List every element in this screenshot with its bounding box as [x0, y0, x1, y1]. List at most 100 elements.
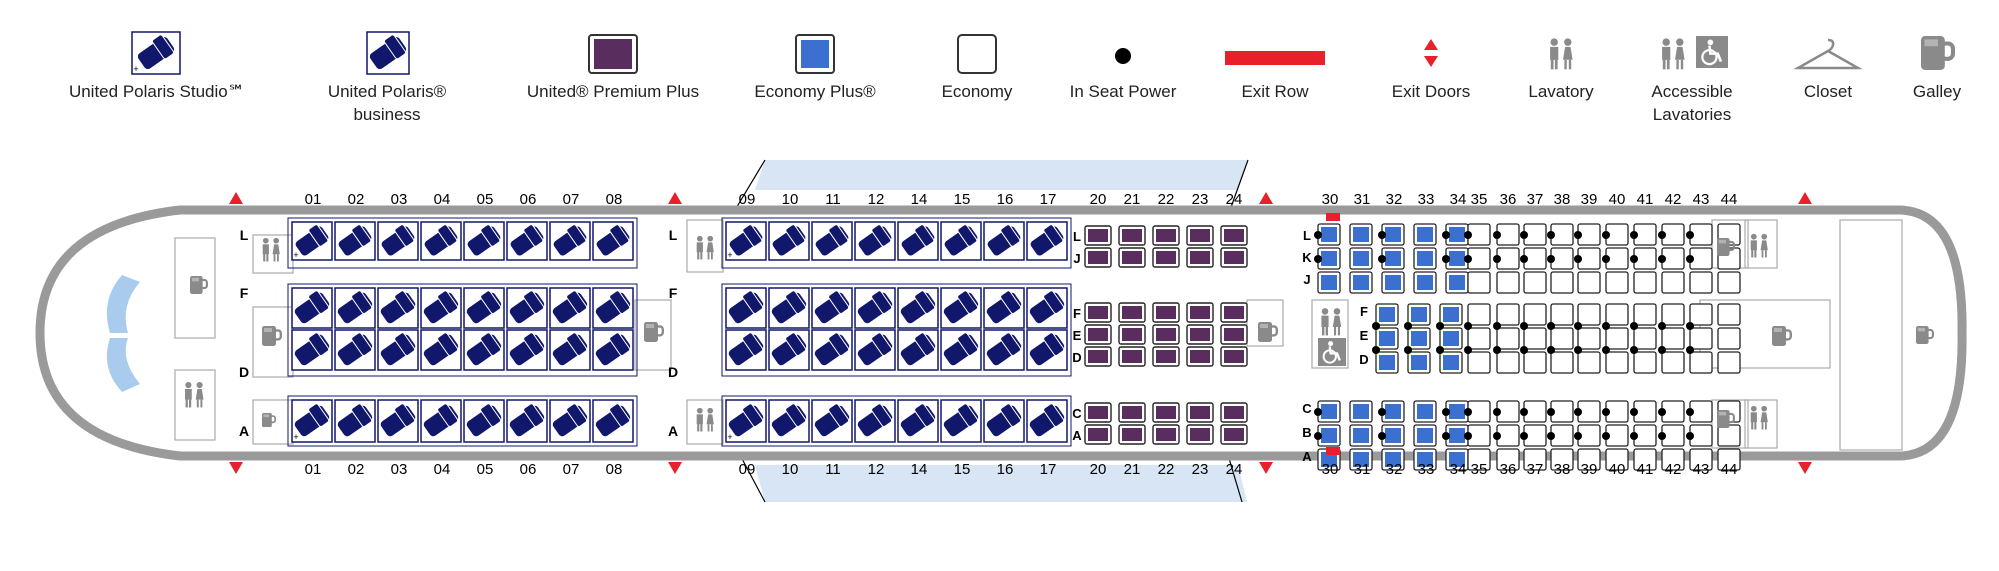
- power-dot: [1436, 322, 1444, 330]
- polaris-seat-back: [742, 224, 763, 247]
- legend-label: Accessible Lavatories: [1651, 82, 1733, 124]
- power-dot: [1442, 255, 1450, 263]
- galley-cup-icon: [262, 413, 272, 427]
- seat-letter: E: [1073, 328, 1082, 343]
- galley-cup-icon: [1772, 326, 1786, 346]
- legend-label: Economy: [941, 82, 1013, 101]
- polaris-seat-back: [742, 332, 764, 356]
- economy-seat: [1689, 303, 1713, 326]
- power-dot: [1658, 408, 1666, 416]
- power-dot: [1630, 322, 1638, 330]
- polaris-block-outline: [721, 395, 1072, 447]
- power-dot: [1547, 255, 1555, 263]
- power-dot: [1574, 322, 1582, 330]
- seat-letter: L: [1303, 228, 1311, 243]
- row-number: 01: [305, 461, 322, 478]
- polaris-seat-back: [914, 290, 936, 314]
- seat-letter: A: [1302, 449, 1312, 464]
- legend-label: Closet: [1803, 82, 1853, 101]
- seat-letter: D: [239, 364, 249, 380]
- row-labels: 0101020203030404050506060707080809091010…: [239, 191, 1737, 478]
- cabin-partition: [1839, 219, 1903, 451]
- legend-label: Economy Plus®: [754, 82, 876, 101]
- power-dot: [1574, 346, 1582, 354]
- row-number: 10: [782, 461, 799, 478]
- lower-wing: [755, 465, 1247, 502]
- economy-seat: [1661, 351, 1685, 374]
- row-number: 32: [1386, 191, 1403, 208]
- economy-seat: [1605, 271, 1629, 294]
- legend-label: United® Premium Plus: [526, 82, 700, 101]
- lavatory-icon: [185, 381, 192, 389]
- power-dot: [1314, 231, 1322, 239]
- galley-cup-icon: [1916, 326, 1929, 344]
- polaris-seat-back: [308, 332, 330, 356]
- lavatory-icon: [1662, 38, 1670, 46]
- studio-mark-icon: +: [727, 250, 732, 260]
- polaris-seat-back: [394, 403, 416, 427]
- power-dot: [1686, 432, 1694, 440]
- polaris-seat-back: [351, 332, 373, 356]
- power-dot: [1404, 322, 1412, 330]
- row-number: 34: [1450, 461, 1467, 478]
- polaris-seat-back: [351, 403, 373, 427]
- exit-door-arrow: [668, 192, 682, 204]
- seat-letter: C: [1302, 401, 1312, 416]
- seat-letter: E: [1360, 328, 1369, 343]
- legend-label: United Polaris Studio℠: [68, 82, 246, 101]
- row-number: 36: [1500, 461, 1517, 478]
- polaris-seat-back: [1043, 403, 1065, 427]
- seat-letter: L: [240, 227, 249, 243]
- row-number: 41: [1637, 461, 1654, 478]
- polaris-seat-back: [437, 290, 459, 314]
- row-number: 23: [1192, 191, 1209, 208]
- legend-item-economy_plus: Economy Plus®: [720, 30, 910, 103]
- exit-door-arrow: [229, 462, 243, 474]
- lavatory-icon: [696, 407, 703, 414]
- power-dot: [1686, 346, 1694, 354]
- polaris-seat-back: [1043, 332, 1065, 356]
- row-number: 11: [825, 461, 841, 478]
- legend-item-exit_row: Exit Row: [1180, 30, 1370, 103]
- seat-letter: K: [1302, 250, 1312, 265]
- power-dot: [1547, 322, 1555, 330]
- economy-seat: [1523, 303, 1547, 326]
- lavatory-icon: [1750, 405, 1757, 412]
- power-dot: [1314, 408, 1322, 416]
- seat-letter: F: [240, 285, 249, 301]
- row-number: 32: [1386, 461, 1403, 478]
- seat-map-legend: + United Polaris Studio℠ United Polaris® b…: [0, 0, 1999, 140]
- economy-seat: [1717, 271, 1741, 294]
- row-number: 30: [1322, 461, 1339, 478]
- seat-letter: L: [669, 227, 678, 243]
- economy-seat: [1633, 327, 1657, 350]
- row-number: 16: [997, 191, 1014, 208]
- polaris-seat-back: [152, 34, 174, 60]
- economy-seat: [1577, 271, 1601, 294]
- legend-label: Exit Row: [1241, 82, 1309, 101]
- exit-row-bar-icon: [1180, 30, 1370, 80]
- economy-seat: [1467, 271, 1491, 294]
- power-dot: [1520, 231, 1528, 239]
- polaris-seat-back: [742, 290, 764, 314]
- cabin-partition: [174, 369, 216, 441]
- power-dot: [1630, 408, 1638, 416]
- power-dot: [1372, 346, 1380, 354]
- row-number: 42: [1665, 191, 1682, 208]
- galley-cup-icon: [262, 326, 276, 346]
- row-number: 40: [1609, 461, 1626, 478]
- row-number: 34: [1450, 191, 1467, 208]
- row-number: 09: [739, 191, 756, 208]
- seat-letter: F: [1073, 306, 1081, 321]
- power-dot: [1686, 408, 1694, 416]
- legend-label: Exit Doors: [1391, 82, 1471, 101]
- polaris-block-outline: [287, 217, 638, 269]
- studio-mark-icon: +: [133, 64, 138, 74]
- lavatory-icon: [1466, 30, 1656, 80]
- row-number: 21: [1124, 461, 1141, 478]
- economy-seat: [1496, 327, 1520, 350]
- legend-item-business: United Polaris® business: [292, 30, 482, 126]
- polaris-seat-icon: [292, 30, 482, 80]
- row-number: 33: [1418, 191, 1435, 208]
- polaris-seat-back: [957, 403, 979, 427]
